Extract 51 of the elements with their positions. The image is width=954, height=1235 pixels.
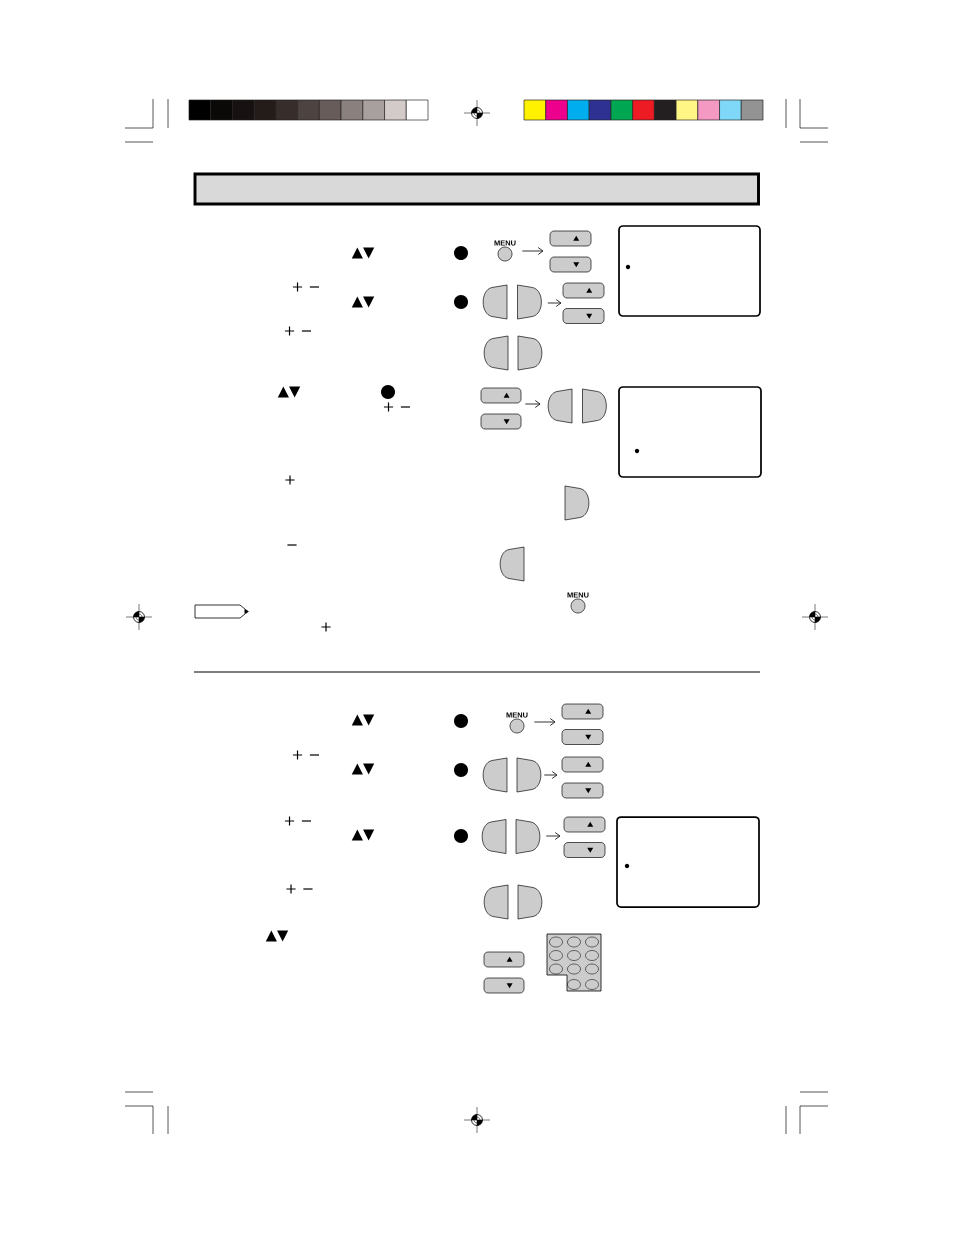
arrow	[547, 299, 562, 307]
up-down-symbols: ▲▼	[277, 386, 301, 398]
arrow-button	[483, 951, 525, 968]
plus-minus-symbols: + −	[284, 816, 312, 826]
arrow	[533, 718, 556, 726]
arrow	[545, 832, 561, 840]
half-round-button	[481, 819, 507, 854]
minus-symbol: −	[287, 544, 297, 546]
half-round-button	[499, 546, 525, 582]
half-round-button	[582, 388, 607, 424]
plus-minus-symbols: + −	[292, 282, 320, 292]
plus-minus-symbols: + −	[292, 750, 320, 760]
arrow-button	[561, 729, 604, 745]
arrow-button	[549, 256, 592, 273]
up-down-symbols: ▲▼	[351, 714, 375, 726]
half-round-button	[483, 335, 509, 371]
plus-minus-symbols: + −	[286, 884, 313, 894]
plus-symbol: +	[285, 475, 295, 485]
up-down-symbols: ▲▼	[351, 763, 375, 775]
up-down-symbols: ▲▼	[265, 930, 289, 942]
arrow-button	[561, 782, 604, 799]
up-down-symbols: ▲▼	[351, 296, 375, 308]
up-down-symbols: ▲▼	[351, 829, 375, 841]
arrow-button	[562, 282, 605, 299]
plus-symbol: +	[321, 622, 331, 632]
half-round-button	[515, 819, 541, 854]
half-round-button	[547, 388, 573, 424]
half-round-button	[516, 757, 542, 793]
up-down-symbols: ▲▼	[351, 247, 375, 259]
half-round-button	[483, 884, 509, 920]
arrow	[521, 247, 544, 255]
arrow-button	[483, 977, 525, 994]
arrow-button	[480, 387, 522, 404]
arrow-button	[563, 816, 606, 833]
arrow-button	[480, 413, 522, 430]
half-round-button	[564, 485, 590, 521]
half-round-button	[482, 757, 508, 793]
plus-minus-symbols: + −	[284, 326, 312, 336]
half-round-button	[517, 335, 543, 371]
arrow-button	[563, 842, 606, 858]
arrow-button	[561, 703, 604, 720]
plus-minus-symbols: + −	[383, 402, 411, 412]
arrow-button	[562, 308, 605, 324]
half-round-button	[517, 884, 543, 920]
heading-bar	[193, 172, 760, 206]
half-round-button	[517, 284, 542, 320]
arrow	[524, 400, 541, 408]
half-round-button	[482, 284, 508, 320]
arrow	[543, 771, 558, 779]
arrow-button	[561, 756, 604, 773]
arrow-button	[549, 230, 592, 247]
